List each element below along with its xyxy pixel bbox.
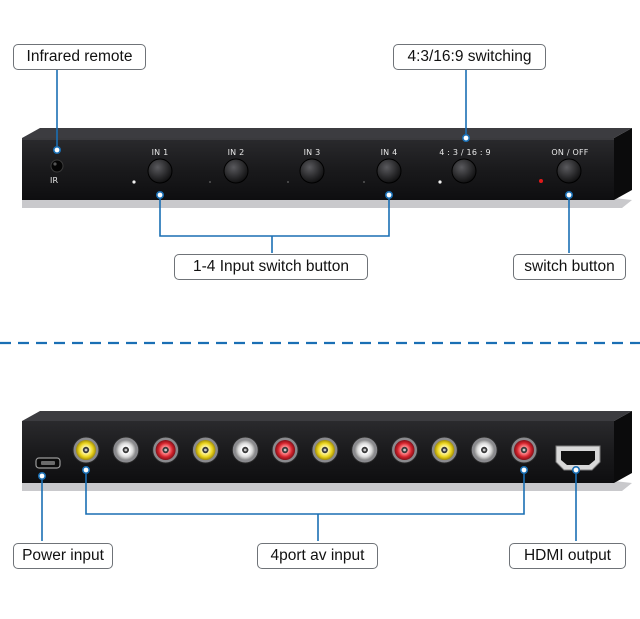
in3-button[interactable]	[299, 158, 325, 184]
rca-jack-red[interactable]	[271, 436, 299, 464]
in3-indicator	[287, 181, 289, 183]
rear-leader-lines	[41, 470, 577, 541]
ir-label: IR	[50, 176, 59, 185]
rear-leader-dots	[37, 465, 580, 480]
aspect-label: 4 : 3 / 16 : 9	[439, 148, 491, 157]
power-label: ON / OFF	[551, 148, 589, 157]
rca-jack-red[interactable]	[391, 436, 419, 464]
front-leader-dots	[52, 134, 573, 200]
rca-jack-yellow[interactable]	[191, 436, 219, 464]
ir-sensor	[50, 159, 64, 173]
in2-button[interactable]	[223, 158, 249, 184]
in1-button[interactable]	[147, 158, 173, 184]
callout-aspect-switching: 4:3/16:9 switching	[393, 44, 546, 70]
callout-hdmi-output: HDMI output	[509, 543, 626, 569]
rca-jack-yellow[interactable]	[311, 436, 339, 464]
rca-jack-white[interactable]	[351, 436, 379, 464]
in4-button[interactable]	[376, 158, 402, 184]
aspect-indicator	[438, 180, 442, 184]
rca-jack-red[interactable]	[510, 436, 538, 464]
callout-input-switch-button: 1-4 Input switch button	[174, 254, 368, 280]
callout-power-input: Power input	[13, 543, 113, 569]
callout-av-input: 4port av input	[257, 543, 378, 569]
rca-jack-yellow[interactable]	[72, 436, 100, 464]
in4-label: IN 4	[380, 148, 398, 157]
rca-jack-white[interactable]	[470, 436, 498, 464]
power-led	[539, 179, 543, 183]
callout-switch-button: switch button	[513, 254, 626, 280]
aspect-button[interactable]	[451, 158, 477, 184]
in2-indicator	[209, 181, 211, 183]
in1-label: IN 1	[151, 148, 169, 157]
in2-label: IN 2	[227, 148, 245, 157]
front-panel	[22, 128, 632, 208]
rca-jack-row	[72, 436, 538, 464]
in1-indicator	[132, 180, 136, 184]
rca-jack-yellow[interactable]	[430, 436, 458, 464]
rca-jack-white[interactable]	[231, 436, 259, 464]
in4-indicator	[363, 181, 365, 183]
front-leader-lines	[56, 70, 570, 253]
rca-jack-white[interactable]	[112, 436, 140, 464]
in3-label: IN 3	[303, 148, 321, 157]
power-button[interactable]	[556, 158, 582, 184]
callout-infrared-remote: Infrared remote	[13, 44, 146, 70]
rca-jack-red[interactable]	[152, 436, 180, 464]
